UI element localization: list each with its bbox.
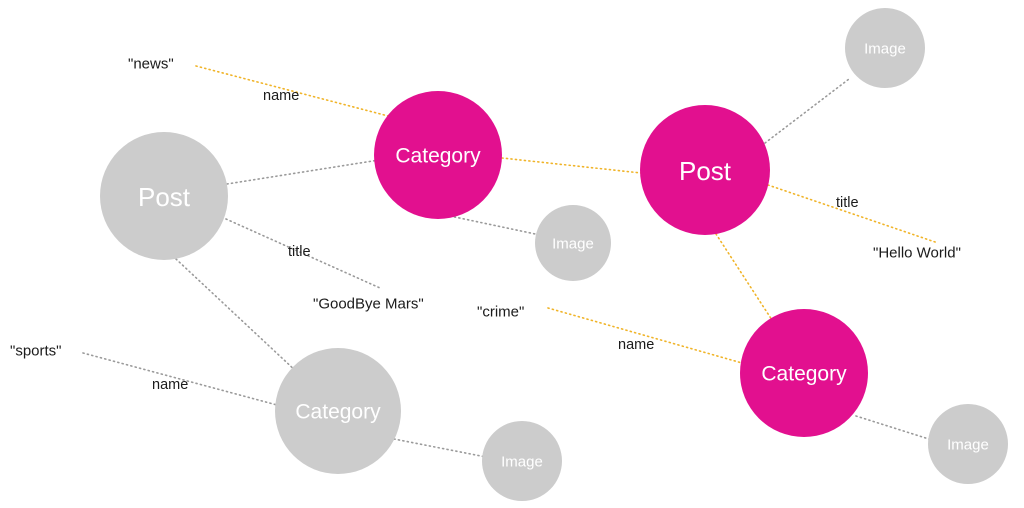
graph-edge[interactable] (225, 218, 381, 289)
graph-edge[interactable] (226, 159, 380, 185)
edges-layer (82, 65, 939, 458)
value-label-value-hello: "Hello World" (873, 245, 961, 262)
graph-edge[interactable] (855, 415, 933, 441)
graph-edge[interactable] (393, 438, 487, 458)
node-circle[interactable] (845, 8, 925, 88)
node-circle[interactable] (275, 348, 401, 474)
graph-node-image-right[interactable]: Image (928, 404, 1008, 484)
graph-node-image-top[interactable]: Image (845, 8, 925, 88)
graph-edge[interactable] (175, 258, 299, 374)
value-labels-layer: "news" "Hello World" "GoodBye Mars" "crime"… (10, 56, 961, 360)
value-label-value-sports: "sports" (10, 343, 62, 360)
graph-node-category-right[interactable]: Category (740, 309, 868, 437)
edge-label: title (288, 244, 311, 260)
edge-labels-layer: name title title name name (152, 88, 859, 393)
graph-node-category-bottom[interactable]: Category (275, 348, 401, 474)
value-label-value-crime: "crime" (477, 304, 524, 321)
node-circle[interactable] (640, 105, 770, 235)
node-circle[interactable] (535, 205, 611, 281)
node-circle[interactable] (482, 421, 562, 501)
node-circle[interactable] (374, 91, 502, 219)
graph-edge[interactable] (547, 307, 743, 364)
graph-edge[interactable] (501, 157, 642, 174)
graph-node-post-right[interactable]: Post (640, 105, 770, 235)
graph-edge[interactable] (82, 352, 278, 406)
edge-label: name (618, 337, 654, 353)
graph-node-image-mid[interactable]: Image (535, 205, 611, 281)
graph-edge[interactable] (764, 78, 850, 144)
graph-edge[interactable] (715, 233, 773, 321)
graph-node-image-bottom[interactable]: Image (482, 421, 562, 501)
graph-edge[interactable] (449, 215, 541, 236)
graph-edge[interactable] (767, 184, 939, 244)
value-label-value-goodbye: "GoodBye Mars" (313, 296, 424, 313)
node-circle[interactable] (100, 132, 228, 260)
value-label-value-news: "news" (128, 56, 174, 73)
node-circle[interactable] (928, 404, 1008, 484)
graph-node-post-left[interactable]: Post (100, 132, 228, 260)
edge-label: name (263, 88, 299, 104)
graph-node-category-top[interactable]: Category (374, 91, 502, 219)
edge-label: title (836, 195, 859, 211)
edge-label: name (152, 377, 188, 393)
node-circle[interactable] (740, 309, 868, 437)
